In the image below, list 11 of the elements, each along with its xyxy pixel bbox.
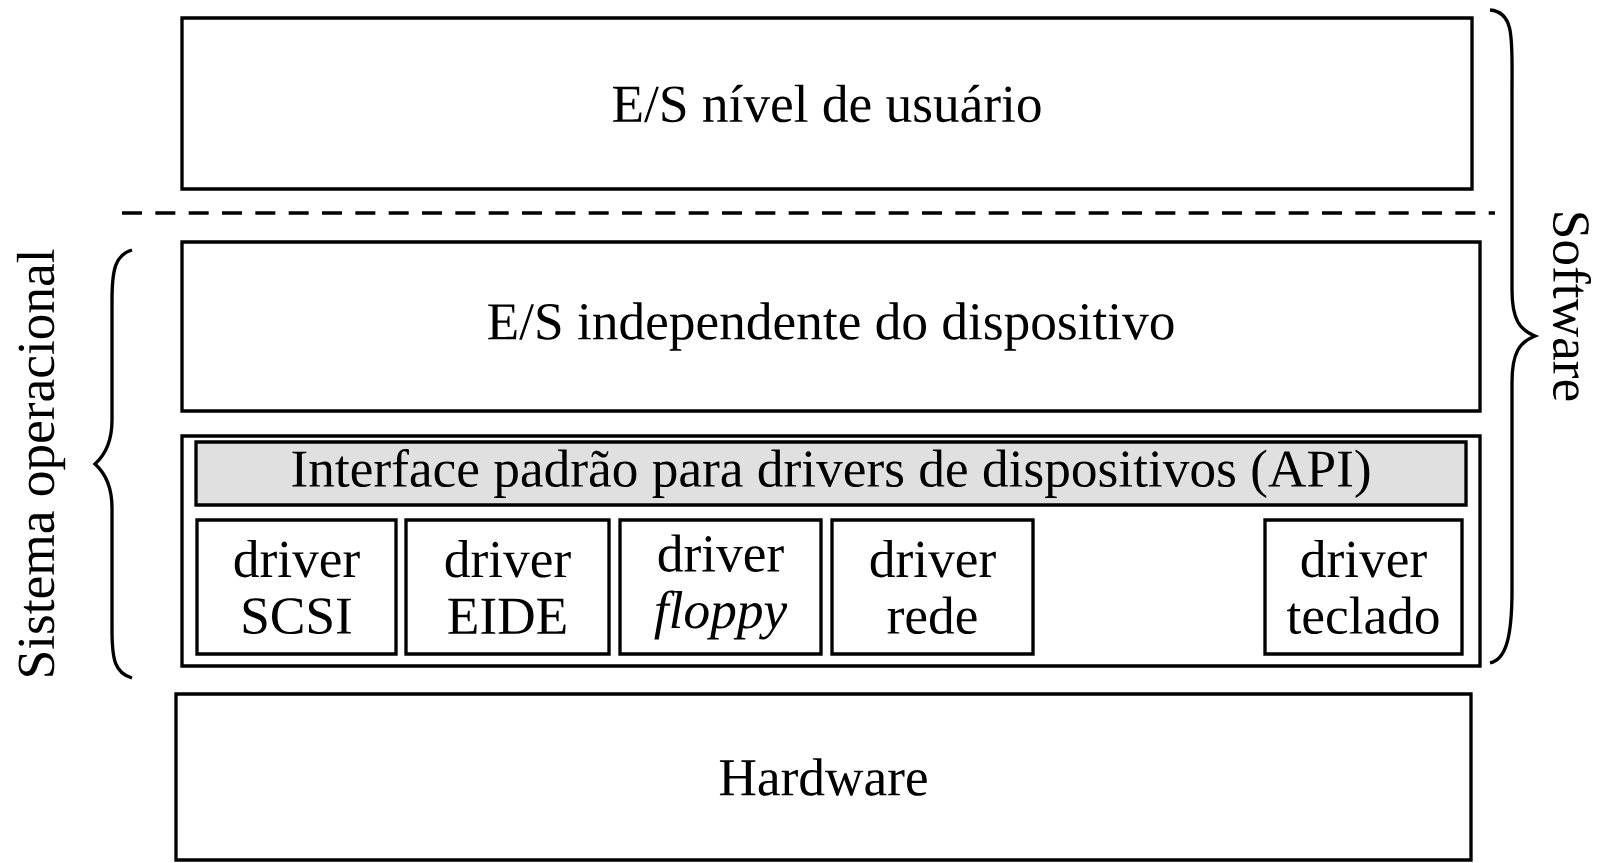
layer-box: Hardware bbox=[174, 692, 1473, 862]
driver-box: driver floppy bbox=[618, 518, 823, 656]
brace-label: Software bbox=[1552, 213, 1592, 401]
driver-box: driver SCSI bbox=[195, 518, 398, 656]
driver-box: driver teclado bbox=[1263, 518, 1464, 656]
driver-box: driver EIDE bbox=[404, 518, 611, 656]
driver-box: driver rede bbox=[830, 518, 1035, 656]
interface-bar: Interface padrão para drivers de dispositivos (API) bbox=[194, 440, 1468, 507]
brace-label: Sistema operacional bbox=[16, 249, 66, 676]
layer-box: E/S nível de usuário bbox=[180, 16, 1474, 191]
layer-box: E/S independente do dispositivo bbox=[180, 240, 1482, 413]
